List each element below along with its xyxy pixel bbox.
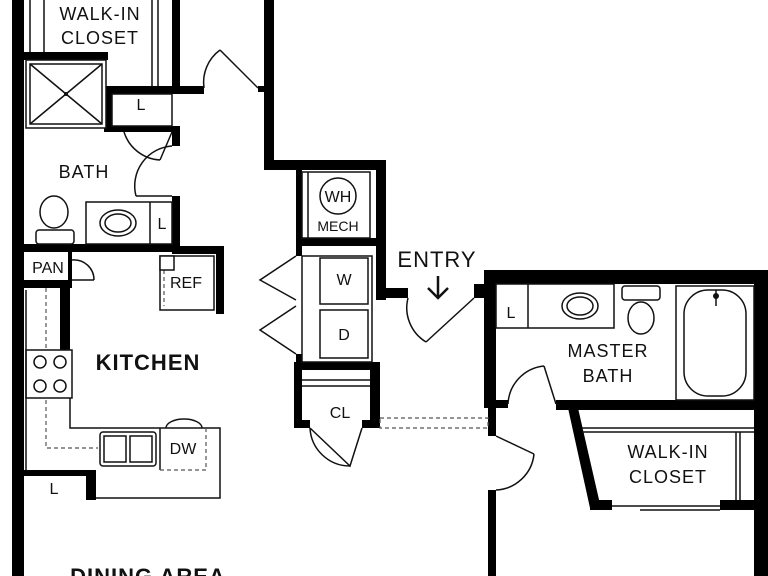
walk-in-closet-top-label-1: WALK-IN [59, 4, 140, 24]
bath-label: BATH [59, 162, 110, 182]
walls [12, 0, 768, 576]
fixtures [25, 0, 755, 511]
linen-master-label: L [507, 305, 516, 322]
mech-label: MECH [317, 218, 358, 234]
kitchen-label: KITCHEN [96, 350, 201, 375]
dishwasher-label: DW [170, 441, 198, 458]
range [25, 349, 73, 399]
room-labels: WALK-IN CLOSET L BATH L PAN REF WH MECH … [32, 4, 708, 576]
dryer-label: D [338, 327, 350, 344]
linen-bath-label: L [158, 216, 167, 233]
master-bath-label-2: BATH [583, 366, 634, 386]
walk-in-closet-master-label-2: CLOSET [629, 467, 707, 487]
water-heater-label: WH [325, 189, 352, 206]
dining-area-label: DINING AREA [70, 564, 226, 576]
washer-label: W [336, 272, 352, 289]
pantry-label: PAN [32, 260, 64, 277]
entry-label: ENTRY [397, 247, 476, 272]
refrigerator-label: REF [170, 275, 202, 292]
walk-in-closet-top-label-2: CLOSET [61, 28, 139, 48]
toilet [39, 195, 69, 229]
linen-kitchen-label: L [50, 481, 59, 498]
sink [99, 431, 157, 467]
linen-top-label: L [137, 97, 146, 114]
master-bath-label-1: MASTER [567, 341, 648, 361]
walk-in-closet-master-label-1: WALK-IN [627, 442, 708, 462]
closet-label: CL [330, 405, 351, 422]
